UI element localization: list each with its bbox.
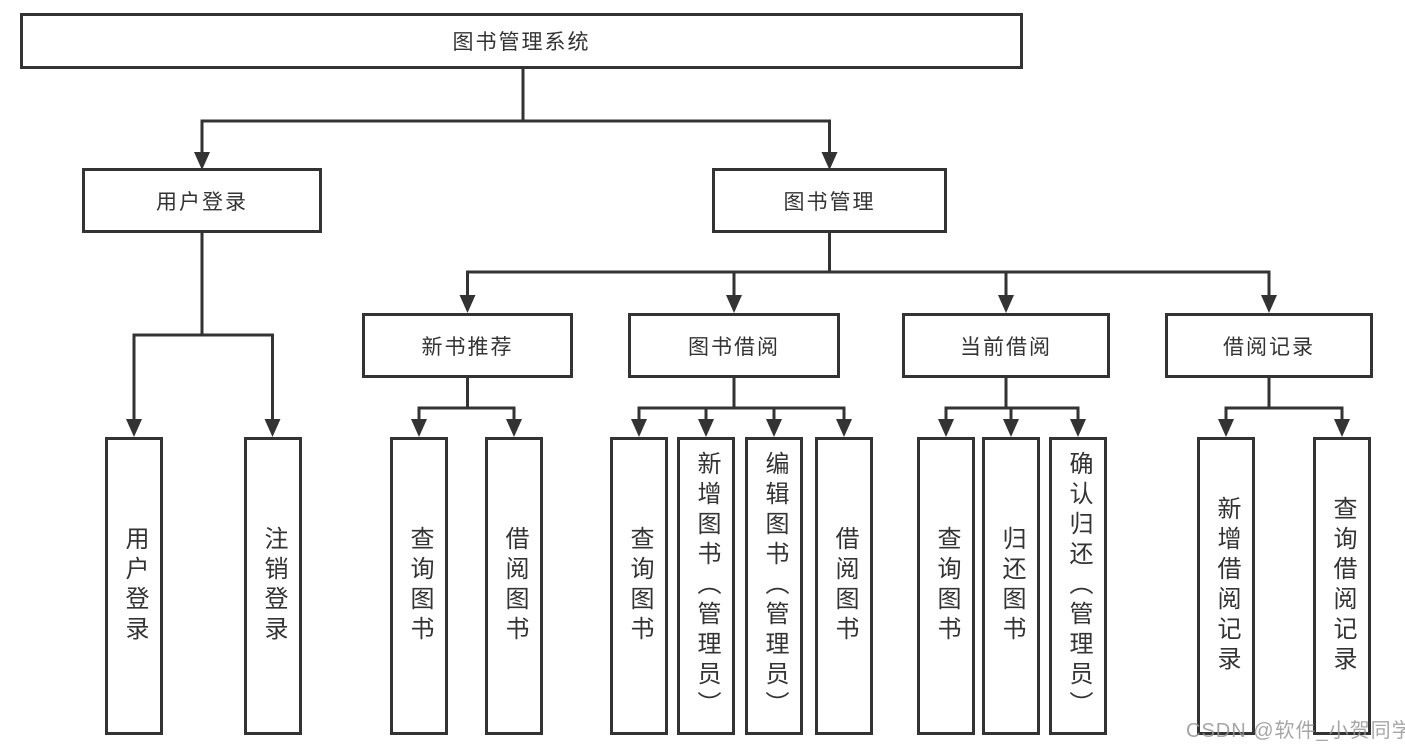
leaf-label: 查询借阅记录 xyxy=(1329,496,1356,676)
leaf-label: 编辑图书（管理员） xyxy=(761,451,788,721)
node-label: 用户登录 xyxy=(156,190,248,214)
node-label: 图书管理 xyxy=(783,190,876,214)
leaf-label: 新增图书（管理员） xyxy=(693,451,720,721)
leaf-edit-book-admin: 编辑图书（管理员） xyxy=(745,437,803,735)
leaf-label: 注销登录 xyxy=(260,526,287,646)
node-label: 借阅记录 xyxy=(1223,335,1315,359)
csdn-watermark: CSDN @软件_小贺同学 xyxy=(1186,720,1405,742)
node-label: 图书管理系统 xyxy=(452,31,591,54)
leaf-add-borrow-record: 新增借阅记录 xyxy=(1197,437,1255,735)
leaf-query-books-current: 查询图书 xyxy=(917,437,975,735)
leaf-add-book-admin: 新增图书（管理员） xyxy=(677,437,735,735)
node-book-borrowing: 图书借阅 xyxy=(628,313,840,378)
leaf-query-books-recommend: 查询图书 xyxy=(390,437,448,735)
node-borrowing-records: 借阅记录 xyxy=(1165,313,1373,378)
leaf-label: 用户登录 xyxy=(121,526,148,646)
node-label: 图书借阅 xyxy=(688,335,780,359)
node-book-management: 图书管理 xyxy=(712,168,947,233)
leaf-label: 借阅图书 xyxy=(501,526,528,646)
node-user-login: 用户登录 xyxy=(82,168,322,233)
node-root-system: 图书管理系统 xyxy=(20,13,1023,69)
leaf-label: 借阅图书 xyxy=(831,526,858,646)
leaf-query-borrow-record: 查询借阅记录 xyxy=(1313,437,1371,735)
leaf-label: 查询图书 xyxy=(933,526,960,646)
leaf-label: 归还图书 xyxy=(998,526,1025,646)
leaf-borrow-books-recommend: 借阅图书 xyxy=(485,437,543,735)
leaf-label: 查询图书 xyxy=(626,526,653,646)
leaf-query-books-borrowing: 查询图书 xyxy=(610,437,668,735)
leaf-label: 查询图书 xyxy=(406,526,433,646)
leaf-label: 确认归还（管理员） xyxy=(1065,451,1092,721)
node-label: 当前借阅 xyxy=(960,335,1052,359)
leaf-return-book: 归还图书 xyxy=(982,437,1040,735)
leaf-borrow-books-borrowing: 借阅图书 xyxy=(815,437,873,735)
leaf-logout: 注销登录 xyxy=(244,437,302,735)
leaf-label: 新增借阅记录 xyxy=(1213,496,1240,676)
leaf-user-login: 用户登录 xyxy=(105,437,163,735)
node-new-book-recommendation: 新书推荐 xyxy=(362,313,573,378)
node-current-borrowing: 当前借阅 xyxy=(902,313,1110,378)
leaf-confirm-return-admin: 确认归还（管理员） xyxy=(1049,437,1107,735)
arrowheads xyxy=(126,152,1350,437)
node-label: 新书推荐 xyxy=(421,335,514,359)
